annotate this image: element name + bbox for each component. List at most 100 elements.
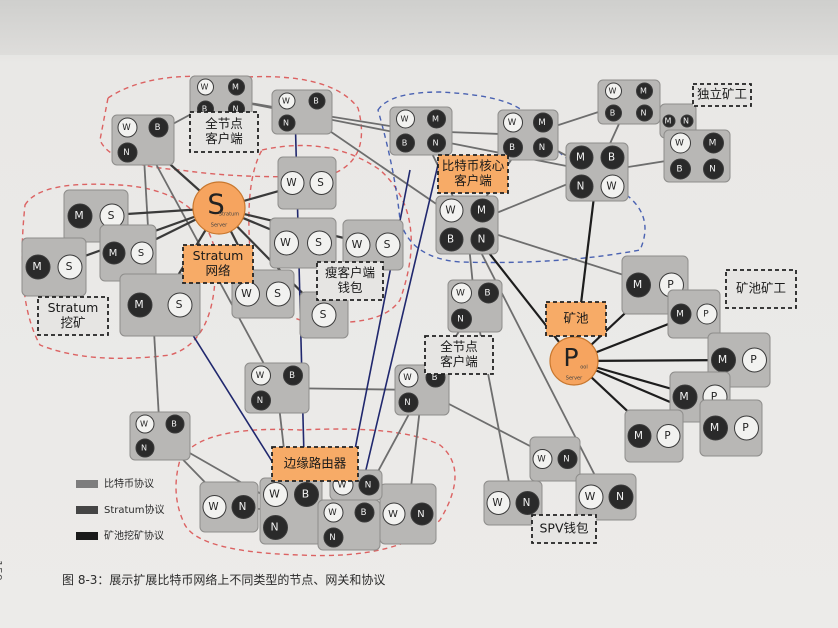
node-box: [119, 273, 201, 337]
node-letter: W: [403, 373, 412, 383]
node-letter: N: [563, 455, 569, 465]
node-letter: W: [282, 97, 290, 106]
label-text: 客户端: [440, 354, 478, 369]
node-circle: [354, 502, 375, 523]
node-letter: W: [352, 238, 363, 251]
node-circle: [280, 171, 305, 195]
node-letter: B: [608, 152, 615, 164]
node-circle: [25, 254, 51, 280]
bitcoin-protocol-line: [466, 224, 607, 498]
node-letter: M: [665, 117, 672, 126]
node-circle: [382, 502, 406, 526]
label-text: 边缘路由器: [284, 456, 347, 471]
node-circle: [626, 272, 651, 298]
figure-caption: 图 8-3：展示扩展比特币网络上不同类型的节点、网关和协议: [62, 573, 386, 587]
label-text: 挖矿: [60, 315, 85, 330]
node-letter: W: [492, 497, 502, 509]
node-letter: N: [417, 509, 424, 520]
network-node: S: [299, 291, 349, 339]
node-box: [699, 399, 763, 457]
node-circle: [102, 241, 126, 265]
node-circle: [557, 449, 578, 469]
dashed-group-outline: [21, 183, 217, 360]
legend-swatch: [76, 532, 98, 540]
server-tag: Stratum: [219, 212, 239, 218]
node-circle: [135, 414, 155, 434]
label-text: 客户端: [454, 173, 492, 188]
node-circle: [308, 92, 326, 110]
label-independent-miner: 独立矿工: [692, 83, 752, 107]
server-letter: P: [563, 343, 578, 372]
node-letter: B: [361, 508, 367, 518]
node-circle: [503, 112, 523, 133]
node-letter: P: [711, 390, 718, 403]
node-circle: [266, 281, 291, 307]
node-letter: N: [329, 533, 335, 543]
node-letter: N: [141, 443, 147, 453]
node-letter: M: [477, 205, 486, 217]
server-tag: ool: [580, 365, 588, 371]
node-letter: S: [320, 308, 327, 321]
node-letter: W: [606, 181, 616, 193]
node-circle: [398, 367, 419, 388]
node-circle: [251, 365, 271, 386]
node-circle: [569, 174, 594, 199]
node-circle: [294, 482, 319, 507]
labels-layer: 全节点客户端比特币核心客户端独立矿工Stratum网络瘦客户端钱包Stratum…: [37, 83, 797, 544]
node-letter: N: [478, 234, 486, 246]
node-letter: W: [256, 371, 265, 381]
node-circle: [608, 484, 634, 510]
node-circle: [228, 78, 245, 96]
node-circle: [202, 495, 227, 519]
label-spv-wallet: SPV钱包: [531, 514, 597, 544]
node-box: [277, 156, 337, 210]
node-letter: W: [122, 123, 131, 133]
legend-label: Stratum协议: [104, 503, 165, 516]
page-number: 159: [0, 560, 4, 581]
label-text: Stratum: [193, 248, 244, 263]
label-box: [271, 446, 359, 482]
node-letter: W: [338, 481, 347, 491]
label-box: [725, 269, 797, 309]
node-circle: [283, 365, 303, 386]
node-letter: N: [523, 497, 531, 509]
node-letter: B: [313, 97, 319, 106]
node-circle: [503, 137, 523, 158]
label-text: 网络: [205, 263, 231, 278]
node-circle: [670, 158, 691, 180]
node-letter: M: [718, 353, 727, 366]
node-box: [379, 483, 437, 545]
node-circle: [636, 104, 653, 122]
label-edge-router: 边缘路由器: [271, 446, 359, 482]
node-letter: M: [32, 260, 41, 273]
node-letter: N: [270, 521, 278, 534]
node-circle: [636, 82, 653, 100]
label-text: 全节点: [440, 339, 478, 354]
node-circle: [127, 292, 153, 318]
node-circle: [703, 132, 724, 154]
node-letter: P: [703, 310, 709, 320]
node-box: [199, 481, 259, 533]
node-circle: [345, 232, 371, 258]
node-circle: [600, 174, 625, 199]
node-circle: [309, 171, 334, 195]
node-circle: [396, 109, 415, 129]
node-circle: [656, 424, 681, 448]
node-letter: M: [74, 209, 83, 222]
node-letter: M: [109, 248, 118, 259]
node-circle: [167, 292, 193, 318]
node-circle: [696, 303, 718, 325]
